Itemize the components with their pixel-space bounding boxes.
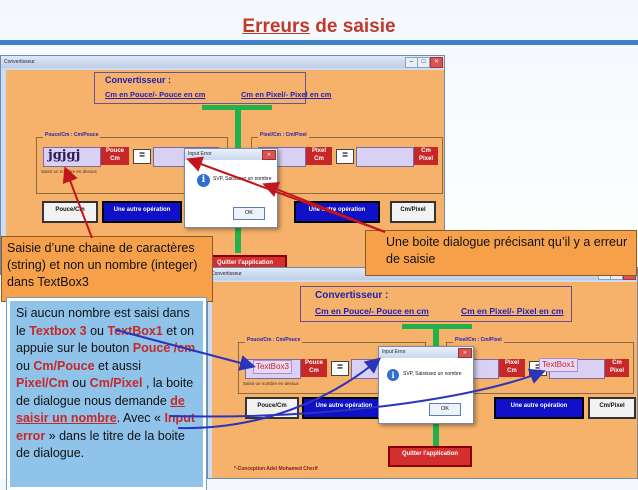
- slide-title-part1: Erreurs: [242, 16, 311, 37]
- label-pouce-cm-box: Pouce Cm: [101, 147, 129, 165]
- converter-title-2: Convertisseur :: [315, 290, 389, 301]
- explanation-h5: Pixel/Cm: [16, 376, 69, 390]
- arrow-to-dialog-titlebar: [186, 156, 386, 233]
- info-icon-2: i: [387, 369, 399, 381]
- explanation-h3: Pouce /cm: [132, 341, 196, 355]
- arrow-to-dialog-2-title: [177, 357, 382, 430]
- label-cm: Cm: [110, 156, 120, 162]
- textbox3-value: jgjgj: [48, 148, 81, 163]
- converter-line-1: Cm en Pouce/- Pouce en cm: [105, 90, 206, 99]
- cm-pixel-button[interactable]: Cm/Pixel: [390, 201, 436, 223]
- explanation-t4: ou: [16, 358, 34, 373]
- dialog-2-titlebar: Input Error: [379, 347, 473, 358]
- label-pixel: Pixel: [311, 148, 326, 154]
- callout-dialog-explanation: Une boite dialogue précisant qu’il y a e…: [365, 230, 637, 276]
- window-1-titlebar: Convertisseur: [1, 56, 444, 68]
- result-box-right[interactable]: [356, 147, 414, 167]
- title-rule: [0, 40, 638, 45]
- label-cm-5: Cm: [507, 368, 517, 374]
- textbox3-label: TextBox3: [253, 360, 292, 374]
- explanation-t7: , la boite de dialogue nous demande: [16, 376, 194, 408]
- label-pouce-cm-box-2: Pouce Cm: [301, 359, 327, 377]
- label-pixel-2: Pixel: [418, 156, 433, 162]
- converter-line-2: Cm en Pixel/- Pixel en cm: [241, 90, 332, 99]
- equals-sign-right: =: [336, 149, 354, 164]
- group-pouce-cm-title-2: Pouce/Cm : Cm/Pouce: [245, 337, 303, 343]
- dialog-2-ok-button[interactable]: OK: [429, 403, 461, 416]
- label-pixel-cm-box-2: Pixel Cm: [499, 359, 525, 377]
- explanation-h7: de saisir un nombre: [16, 393, 185, 426]
- explanation-h4: Cm/Pouce: [33, 358, 95, 373]
- label-cm-6: Cm: [612, 360, 622, 366]
- explanation-box: Si aucun nombre est saisi dans le Textbo…: [6, 297, 207, 490]
- label-cm-3: Cm: [421, 148, 431, 154]
- quit-button-2[interactable]: Quitter l'application: [388, 446, 472, 467]
- explanation-t3: et on appuie sur le bouton: [16, 323, 195, 356]
- dialog-2-title: Input Error: [382, 349, 406, 355]
- explanation-t6: ou: [68, 376, 90, 390]
- input-error-dialog-2: Input Error ✕ i SVP, Saisissez un nombre…: [378, 346, 474, 424]
- converter-line-1b: Cm en Pouce/- Pouce en cm: [315, 306, 429, 316]
- dialog-1-ok-button[interactable]: OK: [233, 207, 265, 220]
- label-pouce-2: Pouce: [304, 360, 323, 366]
- other-operation-button-left[interactable]: Une autre opération: [102, 201, 182, 223]
- converter-header-box: Convertisseur : Cm en Pouce/- Pouce en c…: [94, 72, 331, 104]
- credit-text: *-Conception Adel Mohamed Cherif: [234, 466, 318, 472]
- info-icon: i: [197, 174, 210, 187]
- explanation-h8: Input error: [16, 411, 195, 443]
- other-operation-button-right-2[interactable]: Une autre opération: [494, 397, 584, 419]
- converter-window-2: Convertisseur – □ ✕ Convertisseur : Cm e…: [207, 267, 638, 479]
- group-pixel-cm-title-2: Pixel/Cm : Cm/Pixel: [453, 337, 504, 343]
- cm-pixel-button-2[interactable]: Cm/Pixel: [588, 397, 636, 419]
- converter-title: Convertisseur :: [105, 75, 172, 85]
- other-operation-button-left-2[interactable]: Une autre opération: [302, 397, 386, 419]
- group-pouce-cm-title: Pouce/Cm : Cm/Pouce: [43, 132, 101, 138]
- dialog-2-message: SVP, Saisissez un nombre: [403, 371, 462, 377]
- explanation-t8: . Avec «: [116, 411, 165, 425]
- dialog-2-close-button[interactable]: ✕: [458, 348, 472, 358]
- equals-sign-left: =: [133, 149, 151, 164]
- explanation-h1: Textbox 3: [29, 323, 87, 338]
- converter-header-box-2: Convertisseur : Cm en Pouce/- Pouce en c…: [300, 286, 572, 322]
- arrow-to-textbox3: [62, 166, 93, 239]
- label-pouce: Pouce: [105, 148, 124, 154]
- explanation-t9: » dans le titre de la boite de dialogue.: [16, 428, 185, 461]
- converter-line-2b: Cm en Pixel/- Pixel en cm: [461, 306, 564, 316]
- group-pixel-cm-title: Pixel/Cm : Cm/Pixel: [258, 132, 309, 138]
- explanation-h6: Cm/Pixel: [89, 376, 143, 390]
- equals-sign-left-2: =: [331, 361, 349, 376]
- close-button[interactable]: ✕: [430, 57, 443, 68]
- arrow-to-textbox3-label: [115, 329, 256, 371]
- window-1-caption: Convertisseur: [4, 59, 35, 65]
- label-cm-pixel-box-2: Cm Pixel: [605, 359, 629, 377]
- arrow-to-textbox1-label: [169, 368, 546, 418]
- label-cm-pixel-box: Cm Pixel: [414, 147, 438, 165]
- label-pixel-3: Pixel: [504, 360, 519, 366]
- pouce-cm-button-2[interactable]: Pouce/Cm: [245, 397, 299, 419]
- dialog-1-title: Input Error: [188, 151, 212, 157]
- explanation-t1: Si aucun nombre est saisi dans le: [16, 306, 190, 338]
- label-pixel-4: Pixel: [609, 368, 624, 374]
- slide-title: Erreurs de saisie: [0, 16, 638, 38]
- arrows-overlay: [62, 156, 546, 430]
- explanation-t2: ou: [86, 323, 108, 338]
- maximize-button[interactable]: □: [417, 57, 430, 68]
- label-cm-4: Cm: [309, 368, 319, 374]
- window-2-caption: Convertisseur: [211, 271, 242, 277]
- dialog-1-close-button[interactable]: ✕: [262, 150, 276, 160]
- explanation-t5: et aussi: [94, 358, 142, 373]
- label-pixel-cm-box: Pixel Cm: [306, 147, 332, 165]
- slide-title-part2: de saisie: [315, 16, 396, 37]
- explanation-h2: TextBox1: [107, 323, 163, 338]
- group-pixel-cm: Pixel/Cm : Cm/Pixel Pixel Cm = Cm Pixel: [251, 132, 443, 194]
- hint-left-2: Saisir un nombre en dessus: [243, 381, 299, 386]
- textbox1-label: TextBox1: [539, 358, 578, 372]
- label-cm-2: Cm: [314, 156, 324, 162]
- dialog-1-titlebar: Input Error: [185, 149, 277, 160]
